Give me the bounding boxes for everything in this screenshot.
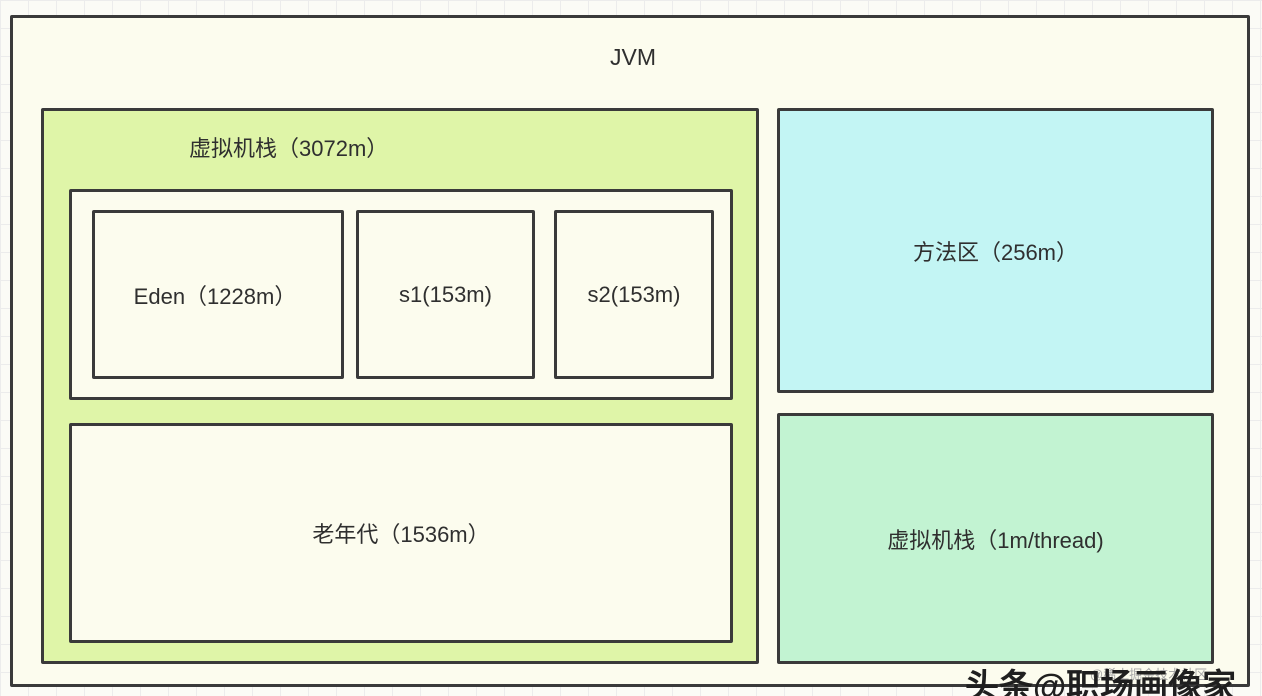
heap-container: 虚拟机栈（3072m） Eden（1228m） s1(153m) s2(153m… <box>41 108 759 664</box>
survivor-s1-label: s1(153m) <box>399 281 492 307</box>
survivor-s2-label: s2(153m) <box>587 281 681 307</box>
old-generation-box: 老年代（1536m） <box>69 423 733 643</box>
survivor-s2-box: s2(153m) <box>554 210 714 379</box>
watermark-text: 头条@职场画像家 <box>965 668 1237 696</box>
method-area-label: 方法区（256m） <box>912 239 1079 265</box>
method-area-box: 方法区（256m） <box>777 108 1214 393</box>
eden-label: Eden（1228m） <box>133 283 297 309</box>
survivor-s1-box: s1(153m) <box>356 210 535 379</box>
young-generation-box: Eden（1228m） s1(153m) s2(153m) <box>69 189 733 400</box>
vm-stack-box: 虚拟机栈（1m/thread) <box>777 413 1214 664</box>
watermark-small-text: @稀土掘金技术社区 <box>1090 667 1208 682</box>
vm-stack-label: 虚拟机栈（1m/thread) <box>887 527 1104 553</box>
jvm-title: JVM <box>610 44 656 70</box>
eden-box: Eden（1228m） <box>92 210 344 379</box>
old-generation-label: 老年代（1536m） <box>312 522 490 547</box>
heap-title: 虚拟机栈（3072m） <box>189 136 389 161</box>
jvm-container: JVM 虚拟机栈（3072m） Eden（1228m） s1(153m) s2(… <box>10 15 1250 687</box>
